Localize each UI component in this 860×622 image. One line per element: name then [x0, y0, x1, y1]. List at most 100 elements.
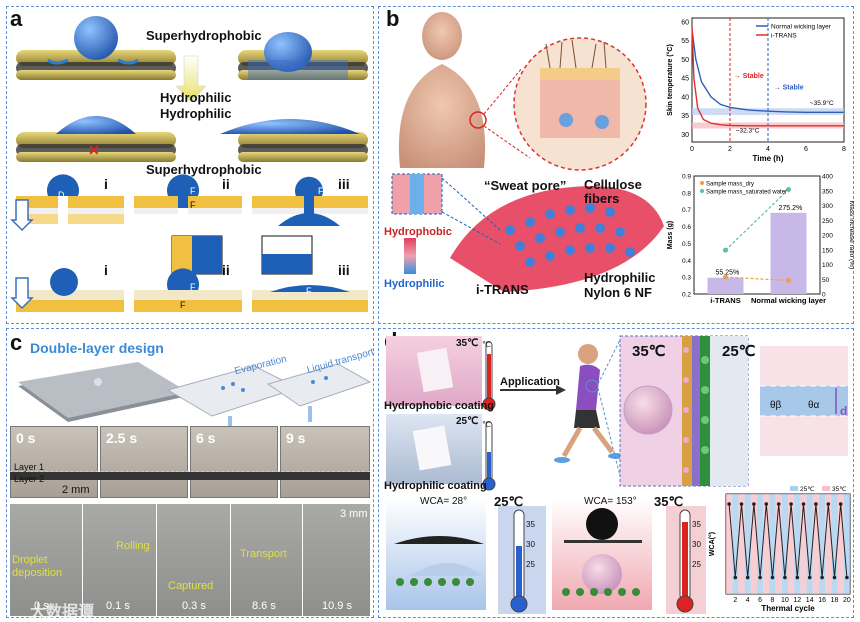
- d-thermo-tick-25-r: 25: [692, 560, 701, 569]
- y-tick: 40: [681, 94, 689, 101]
- y-tick: 0.2: [682, 292, 691, 299]
- stage-iii-b: iii: [338, 262, 350, 278]
- x-tick: 20: [843, 597, 851, 604]
- y-tick: 35: [681, 113, 689, 120]
- panel-b: [378, 6, 854, 324]
- d-thermo-tick-35-r: 35: [692, 520, 701, 529]
- annotation-captured: Captured: [168, 580, 214, 592]
- d-thermo-right-label: 35℃: [654, 494, 684, 509]
- cycle-band-1: [726, 494, 733, 594]
- x-tick: 18: [831, 597, 839, 604]
- time-6s: 6 s: [196, 430, 216, 446]
- y-tick: 55: [681, 38, 689, 45]
- wca-point-17: [826, 502, 831, 506]
- bar-label-0: 55.25%: [716, 270, 740, 277]
- cycle-band-4: [744, 494, 751, 594]
- label-f-1: F: [190, 186, 196, 196]
- cycle-band-3: [738, 494, 745, 594]
- x-tick: 14: [806, 597, 814, 604]
- y2-tick: 100: [822, 262, 833, 269]
- cycle-band-9: [775, 494, 782, 594]
- y2-tick: 150: [822, 247, 833, 254]
- label-hydrophilic: Hydrophilic: [384, 278, 445, 290]
- bar-0: [707, 277, 744, 294]
- panel-b-illustration: [391, 12, 664, 292]
- y2-tick: 0: [822, 292, 826, 299]
- x-tick: 6: [804, 146, 808, 153]
- label-nylon: Hydrophilic Nylon 6 NF: [584, 270, 656, 300]
- x-tick: 12: [793, 597, 801, 604]
- d-wca28: WCA= 28°: [420, 496, 468, 507]
- panel-c-schematic: [18, 362, 372, 426]
- d-thermo-tick-35: 35: [526, 520, 535, 529]
- label-hydrophobic: Hydrophobic: [384, 226, 452, 238]
- series-point-1-0: [723, 247, 728, 253]
- y2-tick: 250: [822, 218, 833, 225]
- legend-label-25: 25℃: [800, 486, 815, 493]
- y2-tick: 50: [822, 277, 830, 284]
- y2-tick: 300: [822, 203, 833, 210]
- wca-point-10: [783, 575, 787, 580]
- photo-9s: [280, 426, 370, 498]
- wca-point-16: [820, 575, 824, 580]
- series-line-0: [691, 29, 844, 113]
- d-thermo-left-label: 25℃: [494, 494, 524, 509]
- legend-swatch-25: [790, 486, 798, 491]
- y-tick: 0.8: [682, 190, 691, 197]
- bottom-time-3: 8.6 s: [252, 600, 276, 612]
- wca-point-20: [845, 575, 849, 580]
- y2-tick: 350: [822, 188, 833, 195]
- panel-a-label: a: [10, 6, 23, 31]
- stage-row-2: [16, 268, 368, 312]
- cycle-band-12: [794, 494, 801, 594]
- x-axis-label: Time (h): [753, 154, 784, 163]
- legend-label-0: Normal wicking layer: [771, 24, 832, 31]
- y-tick: 0.5: [682, 241, 691, 248]
- annotation-droplet: Droplet deposition: [12, 554, 63, 579]
- annotation-transport: Transport: [240, 548, 287, 560]
- series-line-0: [725, 276, 789, 282]
- y-tick: 50: [681, 57, 689, 64]
- wca-point-13: [801, 502, 806, 506]
- cycle-band-18: [831, 494, 838, 594]
- bottom-time-2: 0.3 s: [182, 600, 206, 612]
- series-line-1: [725, 189, 789, 251]
- legend-swatch-0: [700, 181, 704, 185]
- d-label-25: 25℃: [456, 416, 479, 427]
- d-theta-alpha: θα: [808, 400, 820, 411]
- bottom-time-0: 0 s: [34, 600, 49, 612]
- d-d-label: d: [840, 404, 848, 418]
- y-tick: 60: [681, 19, 689, 26]
- series-line-1: [691, 25, 844, 127]
- legend-label-0: Sample mass_dry: [706, 182, 754, 188]
- y-tick: 0.4: [682, 258, 691, 265]
- d-theta-beta: θβ: [770, 400, 782, 411]
- d-hydrophobic-coating: Hydrophobic coating: [384, 400, 494, 412]
- x-tick: 4: [746, 597, 750, 604]
- cycle-band-11: [788, 494, 795, 594]
- label-hydrophilic-2: Hydrophilic: [160, 106, 232, 121]
- bottom-time-4: 10.9 s: [322, 600, 352, 612]
- wca-point-2: [733, 575, 738, 580]
- cycle-band-16: [819, 494, 826, 594]
- legend-swatch-35: [822, 486, 830, 491]
- panel-a: [6, 6, 374, 324]
- photo-0s: [10, 426, 98, 498]
- label-f-2: F: [190, 200, 196, 210]
- cycle-band-17: [825, 494, 832, 594]
- y-axis-label: Skin temperature (°C): [666, 44, 674, 116]
- annotation-rolling: Rolling: [116, 540, 150, 552]
- series-point-1-1: [786, 186, 791, 192]
- stage-iii: iii: [338, 176, 350, 192]
- label-layer1: Layer 1: [14, 462, 45, 472]
- d-big-35: 35℃: [632, 343, 666, 360]
- x-tick: 16: [818, 597, 826, 604]
- cycle-band-7: [763, 494, 770, 594]
- x-axis-label: Thermal cycle: [761, 604, 815, 613]
- label-superhydrophobic-top: Superhydrophobic: [146, 28, 262, 43]
- y-axis-label: Mass (g): [667, 221, 674, 249]
- d-big-25: 25℃: [722, 343, 756, 360]
- y-tick: 0.3: [682, 275, 691, 282]
- cycle-band-2: [732, 494, 739, 594]
- cycle-band-20: [843, 494, 850, 594]
